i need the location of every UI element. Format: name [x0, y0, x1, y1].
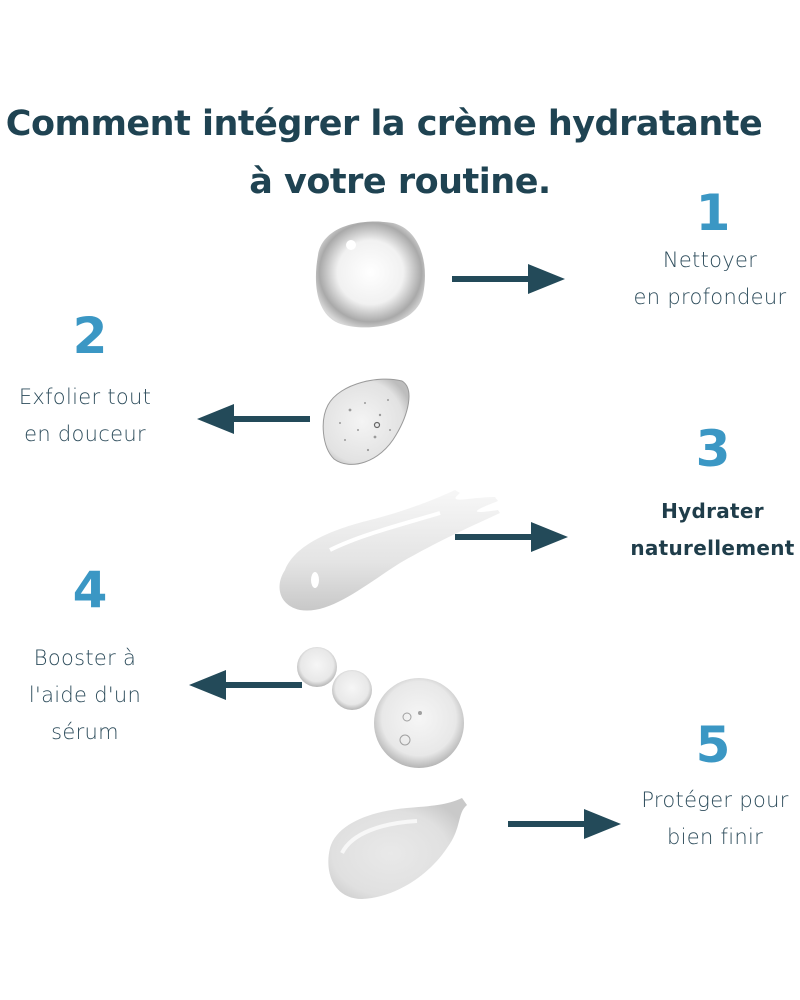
- step-number: 1: [695, 184, 731, 242]
- step-label-line: Booster à: [33, 646, 137, 670]
- step-label-line: l'aide d'un: [28, 683, 142, 707]
- step-label-line: naturellement: [630, 536, 795, 560]
- right-arrow-icon: [452, 264, 565, 294]
- step-number: 5: [695, 716, 731, 774]
- step-number: 3: [695, 420, 731, 478]
- water-drop-icon: [315, 221, 425, 328]
- step-number: 4: [72, 561, 108, 619]
- step-number: 2: [72, 307, 108, 365]
- step-label-line: Exfolier tout: [18, 385, 152, 409]
- step-label-line: Protéger pour: [641, 788, 789, 812]
- page-title-line-2: à votre routine.: [249, 162, 551, 203]
- serum-drops-icon: [297, 647, 464, 768]
- gel-scrub-icon: [322, 378, 410, 465]
- right-arrow-icon: [455, 522, 568, 552]
- right-arrow-icon: [508, 809, 621, 839]
- step-label-line: Hydrater: [661, 499, 764, 523]
- step-label: Exfolier tout en douceur: [0, 379, 170, 453]
- step-label-line: en douceur: [24, 422, 146, 446]
- step-label-line: Nettoyer: [662, 248, 758, 272]
- cream-dollop-icon: [328, 798, 467, 899]
- left-arrow-icon: [197, 404, 310, 434]
- step-label-line: bien finir: [666, 825, 764, 849]
- step-label: Booster à l'aide d'un sérum: [0, 640, 170, 751]
- step-label-line: en profondeur: [633, 285, 787, 309]
- left-arrow-icon: [189, 670, 302, 700]
- step-label-line: sérum: [51, 720, 119, 744]
- step-label: Hydrater naturellement: [600, 493, 800, 567]
- step-label: Nettoyer en profondeur: [600, 242, 800, 316]
- page-title-line-1: Comment intégrer la crème hydratante: [5, 104, 763, 145]
- step-label: Protéger pour bien finir: [610, 782, 800, 856]
- cream-smear-icon: [279, 490, 500, 611]
